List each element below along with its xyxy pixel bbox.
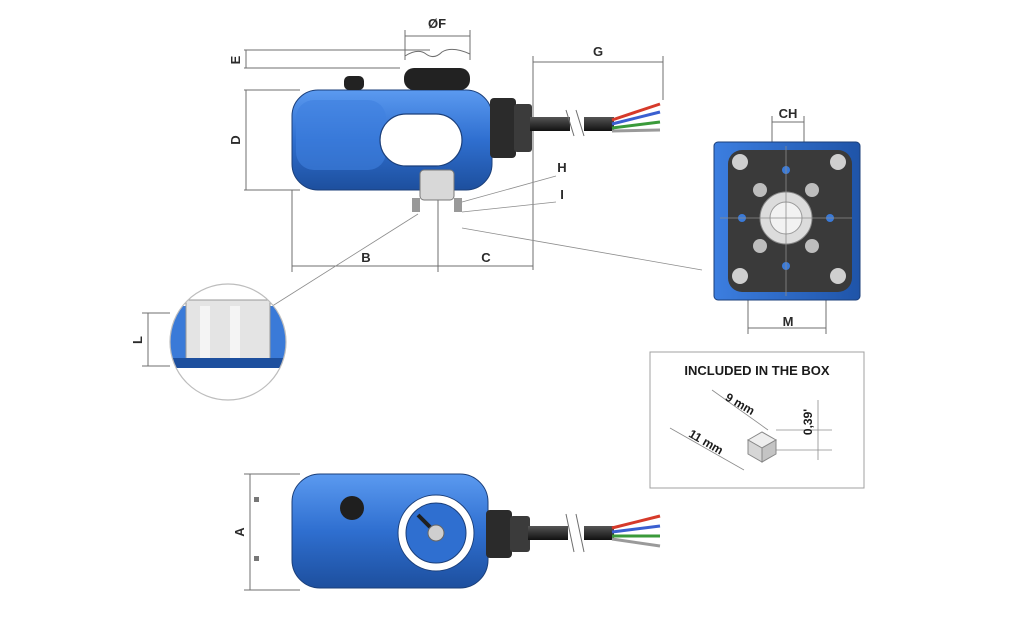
included-dim-039: 0,39' (801, 409, 815, 435)
bottom-plate-view: CH M (713, 106, 861, 334)
label-h: H (557, 160, 566, 175)
side-view: E D ØF G H I B C (228, 16, 703, 311)
label-f: ØF (428, 16, 446, 31)
included-in-box-panel: INCLUDED IN THE BOX 9 mm 11 mm 0,39' (649, 351, 865, 489)
top-view: A (232, 473, 661, 591)
label-i: I (560, 187, 564, 202)
label-m: M (783, 314, 794, 329)
label-l: L (130, 336, 145, 344)
label-b: B (361, 250, 370, 265)
label-a: A (232, 527, 247, 537)
label-g: G (593, 44, 603, 59)
label-c: C (481, 250, 491, 265)
included-box-title: INCLUDED IN THE BOX (684, 363, 830, 378)
magnified-detail: L (130, 283, 287, 401)
label-d: D (228, 135, 243, 144)
label-ch: CH (779, 106, 798, 121)
label-e: E (228, 55, 243, 64)
